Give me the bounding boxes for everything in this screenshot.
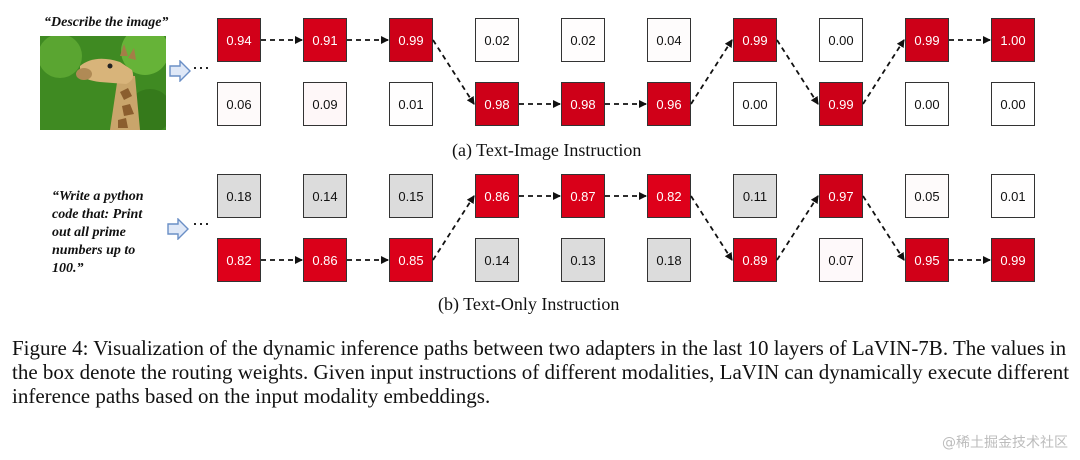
node-bottom-7: 0.89 — [733, 238, 777, 282]
node-top-9: 0.05 — [905, 174, 949, 218]
prompt-b-line: “Write a python — [52, 189, 144, 204]
prompt-b-line: out all prime — [52, 225, 126, 240]
node-bottom-4: 0.98 — [475, 82, 519, 126]
watermark: @稀土掘金技术社区 — [942, 435, 1068, 451]
node-top-5: 0.87 — [561, 174, 605, 218]
path-arrow-panel_b-3 — [432, 195, 475, 261]
node-bottom-4: 0.14 — [475, 238, 519, 282]
node-top-2: 0.14 — [303, 174, 347, 218]
node-top-6: 0.82 — [647, 174, 691, 218]
node-bottom-8: 0.99 — [819, 82, 863, 126]
prompt-b-line: code that: Print — [52, 207, 143, 222]
prompt-b-line: numbers up to — [52, 243, 136, 258]
node-top-10: 1.00 — [991, 18, 1035, 62]
node-top-6: 0.04 — [647, 18, 691, 62]
node-top-7: 0.99 — [733, 18, 777, 62]
node-top-3: 0.15 — [389, 174, 433, 218]
input-arrow-b — [166, 217, 190, 245]
figure-caption: Figure 4: Visualization of the dynamic i… — [12, 336, 1070, 408]
path-arrow-panel_b-8 — [862, 195, 905, 261]
node-bottom-7: 0.00 — [733, 82, 777, 126]
node-bottom-10: 0.99 — [991, 238, 1035, 282]
path-arrow-panel_b-6 — [690, 195, 733, 261]
node-bottom-3: 0.85 — [389, 238, 433, 282]
node-bottom-2: 0.86 — [303, 238, 347, 282]
node-top-9: 0.99 — [905, 18, 949, 62]
node-bottom-8: 0.07 — [819, 238, 863, 282]
node-top-8: 0.00 — [819, 18, 863, 62]
prompt-b-line: 100.” — [52, 261, 84, 276]
node-bottom-2: 0.09 — [303, 82, 347, 126]
node-bottom-6: 0.18 — [647, 238, 691, 282]
node-bottom-6: 0.96 — [647, 82, 691, 126]
node-bottom-1: 0.82 — [217, 238, 261, 282]
giraffe-photo — [40, 36, 166, 130]
path-arrow-panel_a-3 — [432, 39, 475, 105]
prompt-a: “Describe the image” — [44, 15, 169, 30]
node-top-4: 0.86 — [475, 174, 519, 218]
ellipsis-b: ⋯ — [192, 214, 210, 234]
ellipsis-a: ⋯ — [192, 58, 210, 78]
path-arrow-panel_b-7 — [776, 195, 819, 261]
node-bottom-5: 0.13 — [561, 238, 605, 282]
caption-b: (b) Text-Only Instruction — [438, 294, 620, 314]
node-top-8: 0.97 — [819, 174, 863, 218]
node-top-7: 0.11 — [733, 174, 777, 218]
node-top-10: 0.01 — [991, 174, 1035, 218]
node-top-1: 0.94 — [217, 18, 261, 62]
node-bottom-1: 0.06 — [217, 82, 261, 126]
node-top-3: 0.99 — [389, 18, 433, 62]
input-arrow-a — [168, 59, 192, 87]
node-bottom-5: 0.98 — [561, 82, 605, 126]
node-bottom-3: 0.01 — [389, 82, 433, 126]
node-bottom-9: 0.95 — [905, 238, 949, 282]
node-bottom-9: 0.00 — [905, 82, 949, 126]
node-top-5: 0.02 — [561, 18, 605, 62]
path-arrow-panel_a-7 — [776, 39, 819, 105]
node-top-2: 0.91 — [303, 18, 347, 62]
node-top-4: 0.02 — [475, 18, 519, 62]
caption-a: (a) Text-Image Instruction — [452, 140, 642, 160]
prompt-b: “Write a python code that: Print out all… — [52, 188, 144, 278]
path-arrow-panel_a-8 — [862, 39, 905, 105]
node-bottom-10: 0.00 — [991, 82, 1035, 126]
path-arrow-panel_a-6 — [690, 39, 733, 105]
node-top-1: 0.18 — [217, 174, 261, 218]
